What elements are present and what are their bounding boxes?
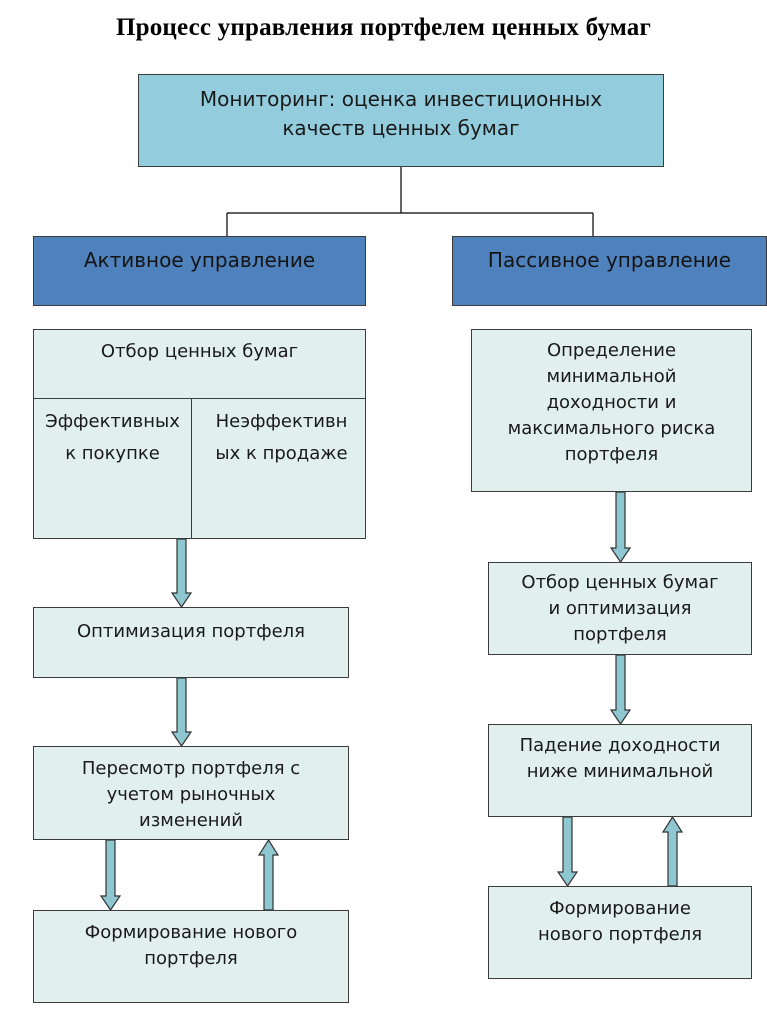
portfolio-optimization-label: Оптимизация портфеля bbox=[77, 621, 305, 642]
monitoring-label: Мониторинг: оценка инвестиционных качест… bbox=[199, 87, 603, 140]
monitoring-box: Мониторинг: оценка инвестиционных качест… bbox=[138, 74, 664, 167]
return-drop-box: Падение доходности ниже минимальной bbox=[488, 724, 752, 817]
selection-optimization-label: Отбор ценных бумаг и оптимизация портфел… bbox=[521, 572, 719, 646]
arrow-down-icon bbox=[170, 677, 193, 748]
passive-management-header: Пассивное управление bbox=[452, 236, 767, 306]
efficient-to-buy-label: Эффективных к покупке bbox=[45, 411, 180, 464]
min-return-max-risk-box: Определение минимальной доходности и мак… bbox=[471, 329, 752, 492]
passive-management-label: Пассивное управление bbox=[487, 248, 732, 272]
new-portfolio-label-passive: Формирование нового портфеля bbox=[537, 898, 703, 946]
inefficient-to-sell-label: Неэффективн ых к продаже bbox=[215, 411, 348, 464]
securities-selection-box: Отбор ценных бумаг Эффективных к покупке… bbox=[33, 329, 366, 539]
arrow-up-icon bbox=[257, 838, 280, 911]
arrow-down-icon bbox=[99, 839, 122, 912]
selection-optimization-box: Отбор ценных бумаг и оптимизация портфел… bbox=[488, 562, 752, 655]
active-management-label: Активное управление bbox=[83, 248, 316, 272]
arrow-down-icon bbox=[170, 538, 193, 609]
portfolio-optimization-box: Оптимизация портфеля bbox=[33, 607, 349, 678]
return-drop-label: Падение доходности ниже минимальной bbox=[519, 735, 721, 783]
arrow-down-icon bbox=[556, 816, 579, 888]
new-portfolio-box-active: Формирование нового портфеля bbox=[33, 910, 349, 1003]
arrow-up-icon bbox=[661, 815, 684, 887]
page-title: Процесс управления портфелем ценных бума… bbox=[115, 14, 652, 41]
portfolio-review-label: Пересмотр портфеля с учетом рыночных изм… bbox=[81, 758, 301, 832]
new-portfolio-box-passive: Формирование нового портфеля bbox=[488, 886, 752, 979]
portfolio-review-box: Пересмотр портфеля с учетом рыночных изм… bbox=[33, 746, 349, 840]
arrow-down-icon bbox=[609, 654, 632, 726]
active-management-header: Активное управление bbox=[33, 236, 366, 306]
securities-selection-label: Отбор ценных бумаг bbox=[100, 341, 299, 362]
selection-divider bbox=[34, 398, 365, 399]
min-return-max-risk-label: Определение минимальной доходности и мак… bbox=[507, 340, 716, 466]
new-portfolio-label-active: Формирование нового портфеля bbox=[84, 922, 298, 970]
arrow-down-icon bbox=[609, 491, 632, 564]
selection-split-divider bbox=[191, 398, 192, 538]
